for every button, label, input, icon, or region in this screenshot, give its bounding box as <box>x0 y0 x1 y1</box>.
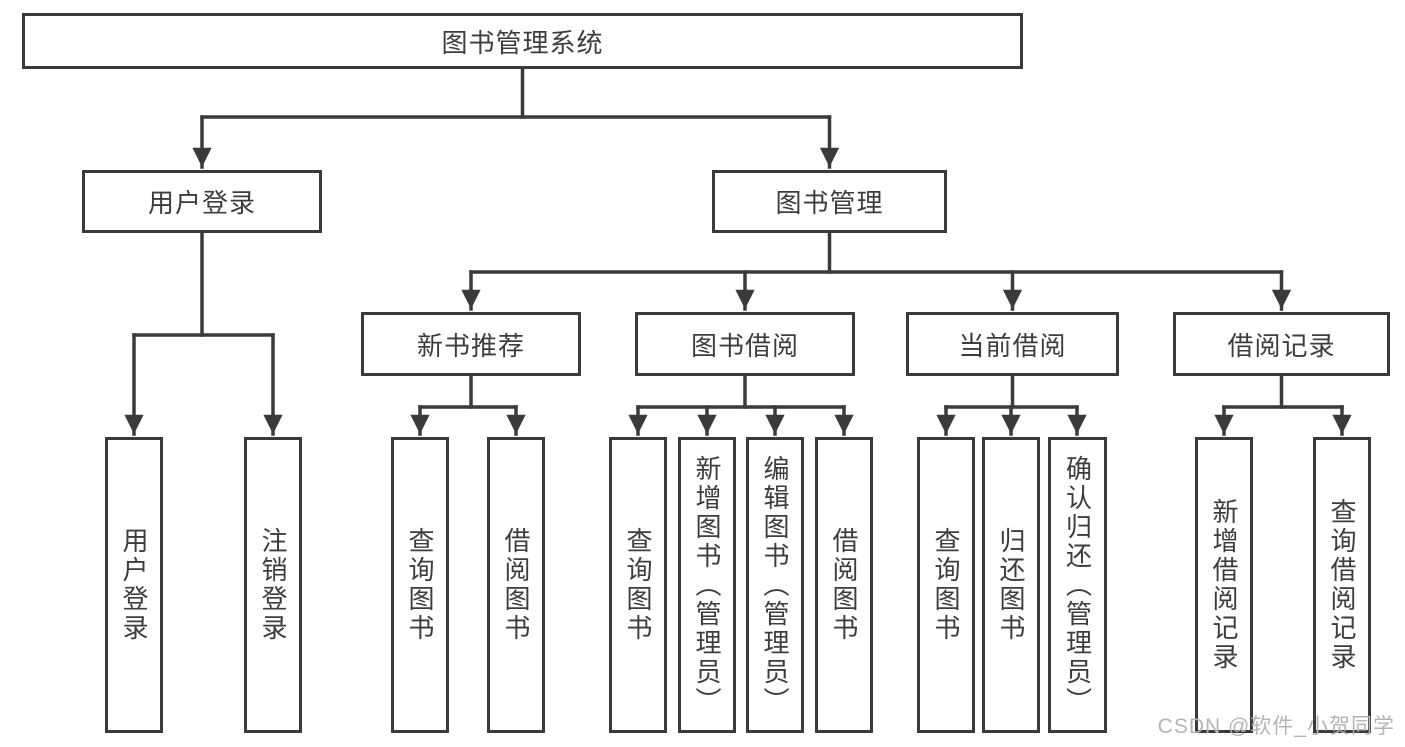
leaf-borrow-add-books-admin: 新增图书（管理员） <box>678 437 736 733</box>
leaf-current-return-books: 归还图书 <box>982 437 1040 733</box>
leaf-borrow-query-books-label: 查询图书 <box>623 527 653 643</box>
node-book-borrowing-label: 图书借阅 <box>690 330 799 361</box>
leaf-borrow-borrow-books: 借阅图书 <box>815 437 873 733</box>
leaf-borrow-edit-books-admin-label: 编辑图书（管理员） <box>760 454 790 716</box>
leaf-records-query-record-label: 查询借阅记录 <box>1327 498 1357 672</box>
leaf-newbook-borrow-books-label: 借阅图书 <box>501 527 531 643</box>
leaf-current-query-books: 查询图书 <box>917 437 975 733</box>
csdn-watermark: CSDN @软件_小贺同学 <box>1157 715 1395 738</box>
node-system-root: 图书管理系统 <box>22 13 1023 69</box>
node-system-root-label: 图书管理系统 <box>441 27 604 58</box>
node-borrowing-records: 借阅记录 <box>1173 312 1390 376</box>
leaf-newbook-query-books-label: 查询图书 <box>405 527 435 643</box>
node-book-borrowing: 图书借阅 <box>635 312 855 376</box>
node-user-login-branch: 用户登录 <box>82 170 322 233</box>
node-book-management-branch-label: 图书管理 <box>775 188 884 218</box>
node-new-book-recommend: 新书推荐 <box>361 312 581 376</box>
leaf-records-query-record: 查询借阅记录 <box>1313 437 1371 733</box>
leaf-borrow-query-books: 查询图书 <box>609 437 667 733</box>
leaf-newbook-borrow-books: 借阅图书 <box>487 437 545 733</box>
leaf-current-return-books-label: 归还图书 <box>996 527 1026 643</box>
node-current-borrowing-label: 当前借阅 <box>958 330 1067 361</box>
leaf-current-confirm-return-admin: 确认归还（管理员） <box>1048 437 1107 733</box>
leaf-records-add-record: 新增借阅记录 <box>1195 437 1253 733</box>
leaf-user-login-label: 用户登录 <box>119 527 149 643</box>
leaf-borrow-add-books-admin-label: 新增图书（管理员） <box>692 454 722 716</box>
node-current-borrowing: 当前借阅 <box>906 312 1119 376</box>
leaf-logout-label: 注销登录 <box>258 527 288 643</box>
leaf-records-add-record-label: 新增借阅记录 <box>1209 498 1239 672</box>
leaf-newbook-query-books: 查询图书 <box>391 437 449 733</box>
node-new-book-recommend-label: 新书推荐 <box>416 330 525 361</box>
leaf-user-login: 用户登录 <box>105 437 163 733</box>
leaf-logout: 注销登录 <box>244 437 302 733</box>
leaf-current-confirm-return-admin-label: 确认归还（管理员） <box>1062 454 1093 716</box>
node-book-management-branch: 图书管理 <box>712 170 947 233</box>
leaf-borrow-edit-books-admin: 编辑图书（管理员） <box>746 437 804 733</box>
leaf-current-query-books-label: 查询图书 <box>931 527 961 643</box>
node-borrowing-records-label: 借阅记录 <box>1227 330 1336 361</box>
leaf-borrow-borrow-books-label: 借阅图书 <box>829 527 859 643</box>
node-user-login-branch-label: 用户登录 <box>147 188 256 218</box>
